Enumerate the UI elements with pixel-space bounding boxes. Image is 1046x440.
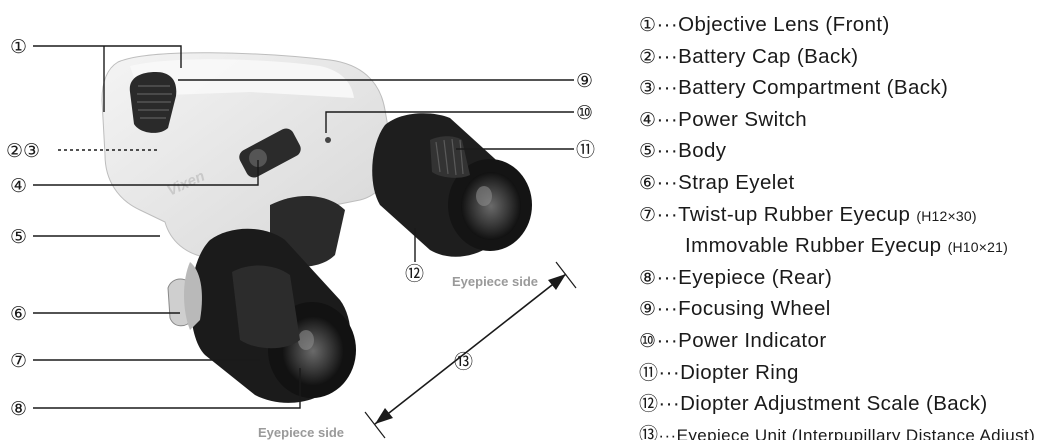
legend-item-text: Body bbox=[678, 139, 727, 163]
legend-item: ③···Battery Compartment (Back) bbox=[639, 76, 949, 100]
callout-13: ⑬ bbox=[454, 351, 473, 373]
callout-9: ⑨ bbox=[576, 70, 593, 92]
legend-item: ⑦···Twist-up Rubber Eyecup (H12×30) bbox=[639, 202, 977, 226]
legend-item-text: Focusing Wheel bbox=[678, 297, 831, 321]
legend-item-text: Battery Cap (Back) bbox=[678, 44, 859, 68]
legend-item: ⑬···Eyepiece Unit (Interpupillary Distan… bbox=[639, 420, 1046, 440]
callout-1: ① bbox=[10, 36, 27, 58]
legend-item-text: Eyepiece Unit (Interpupillary Distance A… bbox=[676, 425, 1036, 440]
callout-4: ④ bbox=[10, 175, 27, 197]
legend-item-text: Power Switch bbox=[678, 107, 808, 131]
legend-item-text: Eyepiece (Rear) bbox=[678, 265, 833, 289]
legend-item: ⑥···Strap Eyelet bbox=[639, 170, 795, 194]
legend-item-text: Diopter Adjustment Scale (Back) bbox=[680, 392, 988, 416]
callout-8: ⑧ bbox=[10, 398, 27, 420]
leader-lines bbox=[33, 45, 574, 409]
callout-11: ⑪ bbox=[576, 139, 595, 161]
legend-item-text: Strap Eyelet bbox=[678, 170, 795, 194]
legend-item: ⑪···Diopter Ring bbox=[639, 360, 799, 384]
legend-item-text: Objective Lens (Front) bbox=[678, 13, 890, 36]
legend-item-text: Diopter Ring bbox=[680, 360, 799, 384]
legend-item: ⑩···Power Indicator bbox=[639, 328, 827, 352]
upper-eyepiece-shape bbox=[372, 113, 532, 257]
legend-model: (H12×30) bbox=[916, 207, 977, 224]
legend-item: ①···Objective Lens (Front) bbox=[639, 13, 890, 36]
legend-model: (H10×21) bbox=[947, 239, 1008, 256]
legend-item: ④···Power Switch bbox=[639, 107, 808, 131]
callout-10: ⑩ bbox=[576, 102, 593, 124]
legend-item: ⑨···Focusing Wheel bbox=[639, 297, 831, 321]
callout-2-3: ②③ bbox=[6, 140, 40, 162]
interpupillary-dimension bbox=[364, 261, 577, 439]
eyepiece-side-label-bottom: Eyepiece side bbox=[258, 425, 344, 440]
legend-item: ⑤···Body bbox=[639, 139, 727, 163]
callout-7: ⑦ bbox=[10, 350, 27, 372]
callout-5: ⑤ bbox=[10, 226, 27, 248]
legend-item: ⑫···Diopter Adjustment Scale (Back) bbox=[639, 392, 988, 416]
callout-6: ⑥ bbox=[10, 303, 27, 325]
legend-item-continuation: Immovable Rubber Eyecup (H10×21) bbox=[639, 230, 1046, 262]
legend-item: ⑧···Eyepiece (Rear) bbox=[639, 265, 833, 289]
legend-item-text: Twist-up Rubber Eyecup bbox=[678, 202, 911, 226]
binocular-diagram: Vixen bbox=[6, 36, 595, 440]
legend-item-text: Power Indicator bbox=[678, 328, 827, 352]
callout-12: ⑫ bbox=[405, 263, 424, 285]
legend-item: ②···Battery Cap (Back) bbox=[639, 44, 859, 68]
parts-legend: ①···Objective Lens (Front) ②···Battery C… bbox=[639, 9, 1046, 440]
eyepiece-side-label-right: Eyepiece side bbox=[452, 274, 538, 289]
legend-item-text: Battery Compartment (Back) bbox=[678, 76, 949, 100]
legend-item-text: Immovable Rubber Eyecup bbox=[685, 234, 942, 258]
